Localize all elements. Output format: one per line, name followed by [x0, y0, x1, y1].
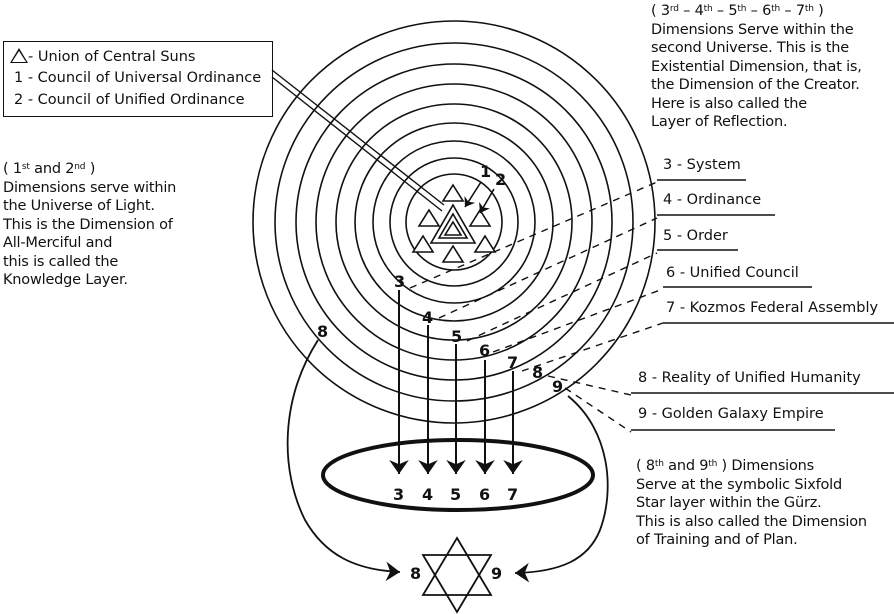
pointer-2-arrow: [479, 188, 495, 214]
down-arrows: [389, 290, 523, 474]
left-note-heading: ( 1st and 2nd ): [3, 161, 96, 177]
ellipse-number-7: 7: [507, 485, 519, 504]
ring-number-8-left: 8: [317, 322, 329, 341]
left-note: ( 1st and 2nd ) Dimensions serve within …: [3, 160, 176, 290]
ring-6: [315, 83, 593, 361]
legend-leader-line: [271, 69, 445, 212]
star-number-9: 9: [491, 564, 503, 583]
pointer-number-1: 1: [480, 162, 492, 181]
curve-arrow-9: [514, 395, 609, 583]
legend-item-union: - Union of Central Suns: [10, 46, 195, 65]
ellipse-number-4: 4: [422, 485, 434, 504]
right-top-note-heading: ( 3rd – 4th – 5th – 6th – 7th ): [651, 3, 824, 19]
right-top-note: ( 3rd – 4th – 5th – 6th – 7th ) Dimensio…: [651, 2, 862, 132]
legend-item-2: 2 - Council of Unified Ordinance: [14, 92, 245, 108]
layer-label-4: 4 - Ordinance: [663, 192, 762, 208]
left-note-line: Knowledge Layer.: [3, 272, 128, 288]
ring-number-7: 7: [507, 353, 519, 372]
sun-triangle-lower-right: [473, 234, 497, 253]
pointer-1-arrow: [464, 181, 482, 208]
ellipse-number-3: 3: [393, 485, 405, 504]
ring-number-3: 3: [394, 272, 406, 291]
right-top-note-line: Layer of Reflection.: [651, 114, 788, 130]
curve-arrow-8: [286, 339, 401, 582]
ring-number-9: 9: [552, 377, 564, 396]
ring-7: [295, 63, 613, 381]
ring-1: [405, 173, 503, 271]
layer-label-9: 9 - Golden Galaxy Empire: [638, 406, 824, 422]
layer-label-5: 5 - Order: [663, 228, 728, 244]
star-number-8: 8: [410, 564, 422, 583]
sixfold-star-icon: [421, 536, 493, 614]
ring-number-4: 4: [422, 308, 434, 327]
layer-label-6: 6 - Unified Council: [666, 265, 799, 281]
right-bottom-note-line: of Training and of Plan.: [636, 532, 798, 548]
left-note-line: Dimensions serve within: [3, 179, 177, 196]
right-top-note-line: Existential Dimension, that is,: [651, 58, 862, 75]
ring-2: [389, 157, 519, 287]
left-note-line: All-Merciful and: [3, 235, 113, 251]
layer-label-8: 8 - Reality of Unified Humanity: [638, 370, 861, 386]
ring-4: [354, 122, 554, 322]
dimension-ellipse: [321, 438, 595, 512]
right-top-note-line: the Dimension of the Creator.: [651, 77, 860, 93]
ring-number-5: 5: [451, 327, 463, 346]
left-note-line: this is called the: [3, 253, 119, 270]
right-top-note-line: Dimensions Serve within the: [651, 21, 854, 38]
ring-5: [335, 103, 573, 341]
sun-triangle-bottom: [441, 244, 465, 263]
central-suns-group: [411, 183, 497, 263]
ellipse-number-6: 6: [479, 485, 491, 504]
right-bottom-note-heading: ( 8th and 9th ) Dimensions: [636, 458, 815, 474]
left-note-line: the Universe of Light.: [3, 198, 155, 214]
left-note-line: This is the Dimension of: [3, 216, 173, 233]
right-top-note-line: Here is also called the: [651, 95, 807, 112]
sun-triangle-top: [441, 183, 465, 202]
right-bottom-note-line: Star layer within the Gürz.: [636, 495, 822, 511]
sun-triangle-lower-left: [411, 234, 435, 253]
right-bottom-note: ( 8th and 9th ) Dimensions Serve at the …: [636, 457, 867, 550]
right-bottom-note-line: This is also called the Dimension: [636, 513, 867, 530]
triangle-icon: [10, 48, 28, 63]
ring-number-6: 6: [479, 341, 491, 360]
right-top-note-line: second Universe. This is the: [651, 40, 849, 56]
ring-number-8: 8: [532, 363, 544, 382]
dashed-leaders: [409, 181, 664, 433]
sun-triangle-upper-right: [468, 208, 492, 227]
layer-label-7: 7 - Kozmos Federal Assembly: [666, 300, 879, 316]
legend-box: - Union of Central Suns 1 - Council of U…: [3, 41, 273, 117]
sun-triangle-upper-left: [417, 208, 441, 227]
layer-label-3: 3 - System: [663, 157, 741, 173]
ring-3: [372, 140, 536, 304]
ring-9: [252, 20, 656, 424]
inner-central-triangle: [443, 220, 463, 236]
pointer-number-2: 2: [495, 170, 507, 189]
legend-item-1: 1 - Council of Universal Ordinance: [14, 70, 262, 86]
ring-8: [274, 42, 634, 402]
concentric-rings: [252, 20, 656, 424]
right-bottom-note-line: Serve at the symbolic Sixfold: [636, 476, 842, 493]
ellipse-number-5: 5: [450, 485, 462, 504]
label-underlines: [631, 179, 894, 431]
